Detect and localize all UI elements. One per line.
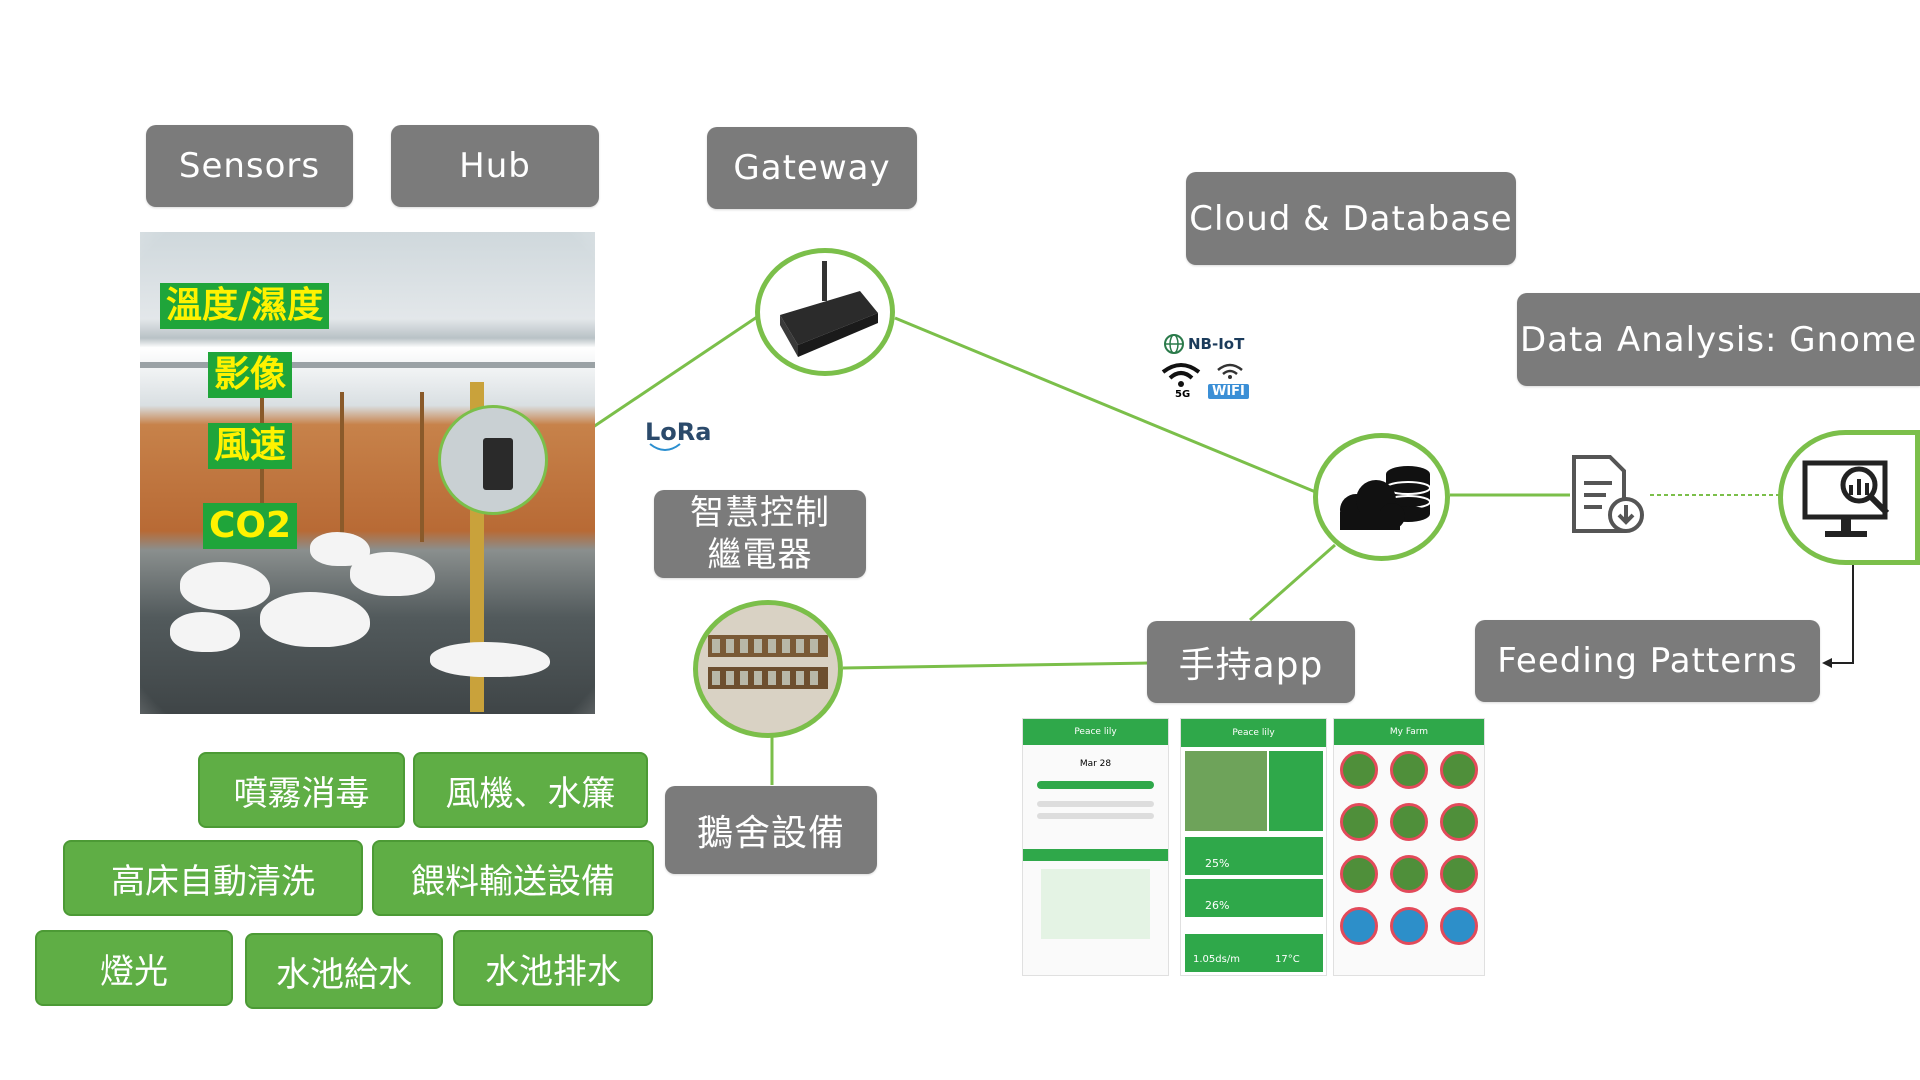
equipment-item-lighting: 燈光 — [35, 930, 233, 1006]
app-screen-title-2: Peace lily — [1181, 719, 1326, 747]
cloud-database-icon — [1340, 466, 1431, 530]
app-screen-title: Peace lily — [1023, 719, 1168, 745]
lora-label: LoRa — [645, 418, 712, 446]
equipment-item-spray: 噴霧消毒 — [198, 752, 405, 828]
app-screen-chart: Peace lily Mar 28 — [1022, 718, 1169, 976]
equipment-item-feeding: 餵料輸送設備 — [372, 840, 654, 916]
ec-value: 1.05ds/m — [1193, 954, 1240, 965]
data-analysis-header: Data Analysis: Gnome — [1517, 293, 1920, 386]
image-label: 影像 — [208, 352, 293, 398]
report-download-icon — [1572, 455, 1644, 533]
router-icon — [780, 261, 878, 357]
app-header: 手持app — [1147, 621, 1355, 703]
cloud-database-circle — [1313, 433, 1450, 561]
relay-header: 智慧控制 繼電器 — [654, 490, 866, 578]
relay-board-icon — [698, 605, 838, 733]
equipment-item-fan: 風機、水簾 — [413, 752, 648, 828]
equipment-item-cleaning: 高床自動清洗 — [63, 840, 363, 916]
hub-header: Hub — [391, 125, 599, 207]
wifi-label: WIFI — [1208, 384, 1249, 399]
analysis-circle — [1778, 430, 1920, 565]
globe-icon — [1164, 334, 1184, 354]
nbiot-label: NB-IoT — [1188, 335, 1245, 353]
feeding-patterns-header: Feeding Patterns — [1475, 620, 1820, 702]
soil-temp-value: 17°C — [1275, 954, 1300, 965]
wifi-small-icon — [1217, 363, 1243, 379]
app-screen-farm: My Farm — [1333, 718, 1485, 976]
sensors-header: Sensors — [146, 125, 353, 207]
temp-humidity-label: 溫度/濕度 — [160, 283, 330, 329]
cloud-database-header: Cloud & Database — [1186, 172, 1516, 265]
app-screen-date: Mar 28 — [1079, 759, 1112, 769]
equipment-item-water-in: 水池給水 — [245, 933, 443, 1009]
5g-label: 5G — [1175, 389, 1191, 400]
monitor-analysis-icon — [1802, 460, 1890, 537]
equipment-item-water-out: 水池排水 — [453, 930, 653, 1006]
wifi-icon — [1161, 363, 1201, 387]
soil-moisture-value: 26% — [1205, 899, 1230, 912]
app-screen-title-3: My Farm — [1334, 719, 1484, 745]
wind-speed-label: 風速 — [208, 423, 293, 469]
equipment-header: 鵝舍設備 — [665, 786, 877, 874]
relay-circle — [693, 600, 843, 738]
lora-signal-icon — [649, 443, 681, 451]
gateway-header: Gateway — [707, 127, 917, 209]
battery-value: 25% — [1205, 857, 1230, 870]
co2-label: CO2 — [203, 503, 298, 549]
gateway-circle — [755, 248, 895, 376]
app-screen-detail: Peace lily 25% 26% 1.05ds/m 17°C — [1180, 718, 1327, 976]
hub-circle — [438, 405, 548, 515]
